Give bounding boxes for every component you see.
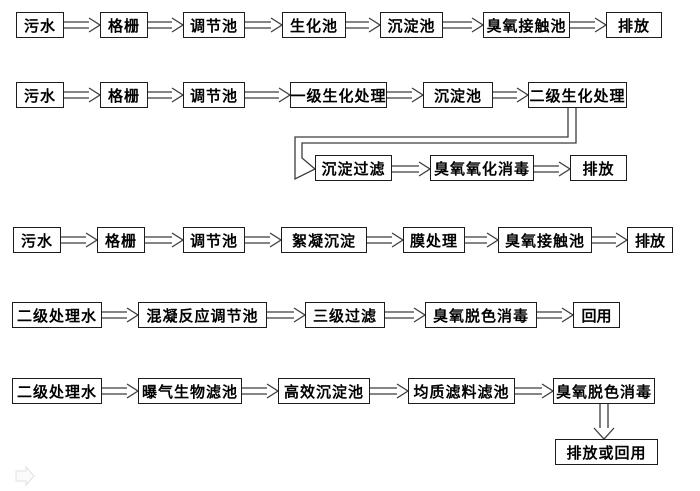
node-bar-screen: 格栅	[100, 82, 148, 108]
node-aerated-biofilter: 曝气生物滤池	[138, 378, 242, 404]
flow-arrow	[245, 87, 292, 103]
node-sedimentation-tank: 沉淀池	[423, 82, 493, 108]
node-sedimentation-tank: 沉淀池	[380, 12, 443, 38]
faint-cursor-arrow-icon	[15, 465, 35, 487]
flow-arrow	[570, 17, 608, 33]
node-secondary-effluent: 二级处理水	[12, 302, 102, 328]
node-tertiary-filtration: 三级过滤	[305, 302, 385, 328]
flow-arrow	[145, 232, 185, 248]
flow-arrow	[367, 232, 405, 248]
flow-arrow	[387, 87, 425, 103]
flow-arrow	[592, 232, 629, 248]
flow-arrow	[102, 307, 140, 323]
flow-arrow	[245, 17, 284, 33]
node-regulating-tank: 调节池	[183, 82, 245, 108]
flow-arrow	[64, 17, 102, 33]
node-biochemical-tank: 生化池	[282, 12, 346, 38]
node-primary-biochemical-treatment: 一级生化处理	[290, 82, 387, 108]
node-secondary-biochemical-treatment: 二级生化处理	[528, 82, 627, 108]
down-arrow	[593, 404, 615, 440]
node-coagulation-reaction-regulating-tank: 混凝反应调节池	[138, 302, 267, 328]
flow-arrow	[64, 87, 102, 103]
node-secondary-effluent: 二级处理水	[12, 378, 102, 404]
node-bar-screen: 格栅	[100, 12, 148, 38]
flow-arrow	[493, 87, 530, 103]
flow-arrow	[242, 383, 280, 399]
node-discharge-or-reuse: 排放或回用	[555, 439, 658, 465]
node-ozone-decolorization-disinfection: 臭氧脱色消毒	[425, 302, 537, 328]
node-ozone-decolorization-disinfection: 臭氧脱色消毒	[553, 378, 655, 404]
node-flocculation-sedimentation: 絮凝沉淀	[281, 227, 367, 253]
node-ozone-contact-tank: 臭氧接触池	[498, 227, 592, 253]
flow-arrow	[148, 17, 185, 33]
flow-arrow	[102, 383, 140, 399]
node-reuse: 回用	[573, 302, 620, 328]
node-homogeneous-media-filter-tank: 均质滤料滤池	[408, 378, 515, 404]
flow-arrow	[385, 307, 427, 323]
node-sewage: 污水	[16, 82, 64, 108]
flow-arrow	[534, 161, 572, 177]
flow-arrow	[537, 307, 575, 323]
node-ozone-oxidation-disinfection: 臭氧氧化消毒	[430, 155, 534, 181]
node-discharge: 排放	[606, 12, 662, 38]
node-regulating-tank: 调节池	[183, 12, 245, 38]
node-discharge: 排放	[570, 155, 627, 181]
flow-arrow	[148, 87, 185, 103]
node-discharge: 排放	[627, 227, 673, 253]
node-sedimentation-filtration: 沉淀过滤	[315, 155, 392, 181]
node-ozone-contact-tank: 臭氧接触池	[483, 12, 570, 38]
node-high-efficiency-sedimentation-tank: 高效沉淀池	[278, 378, 370, 404]
flow-arrow	[392, 161, 432, 177]
flow-arrow	[465, 232, 500, 248]
flow-arrow	[346, 17, 382, 33]
flow-arrow	[515, 383, 555, 399]
node-bar-screen: 格栅	[97, 227, 145, 253]
node-regulating-tank: 调节池	[183, 227, 245, 253]
flow-arrow	[61, 232, 99, 248]
flow-arrow	[370, 383, 410, 399]
flow-arrow	[245, 232, 283, 248]
flow-arrow	[443, 17, 485, 33]
node-sewage: 污水	[13, 227, 61, 253]
flow-arrow	[267, 307, 307, 323]
node-sewage: 污水	[16, 12, 64, 38]
node-membrane-treatment: 膜处理	[403, 227, 465, 253]
